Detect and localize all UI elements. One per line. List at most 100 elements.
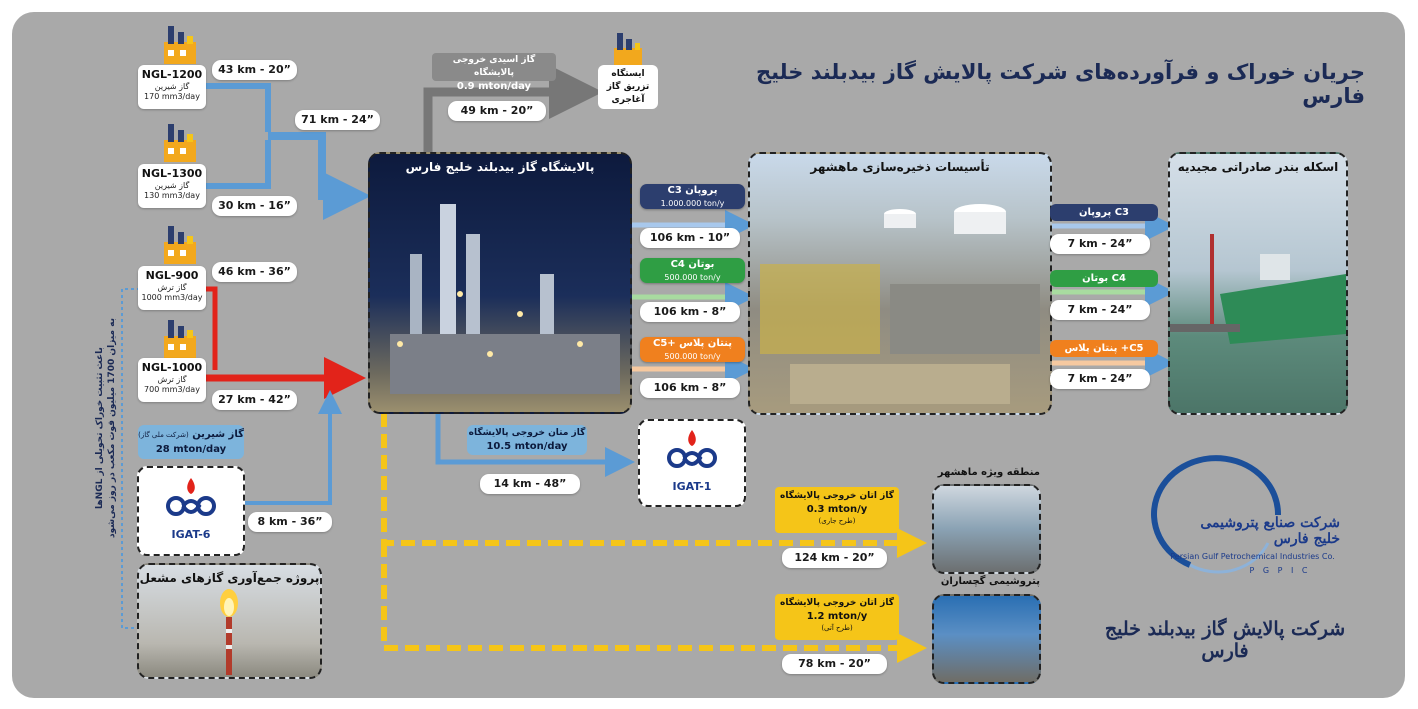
igat-6-name: IGAT-6 xyxy=(171,528,211,541)
pgpic-abbr: P G P I C xyxy=(1249,566,1311,575)
factory-icon xyxy=(164,320,196,358)
distance-methane: 14 km - 48” xyxy=(480,474,580,494)
storage-box: تأسیسات ذخیره‌سازی ماهشهر xyxy=(748,152,1052,415)
product-c3-port: پروپان C3 xyxy=(1050,204,1158,221)
ngl-name: NGL-1300 xyxy=(141,167,203,180)
side-note: باعث تثبیت خوراک تحویلی از NGLها به میزا… xyxy=(94,278,118,578)
blue-flow-methane xyxy=(435,413,635,477)
sweet-gas-rate: 28 mton/day xyxy=(155,444,227,455)
product-name: پنتان پلاس +C5 xyxy=(653,338,732,349)
blue-flow-igat6 xyxy=(243,390,342,505)
product-c4-out: بوتان C4 500.000 ton/y xyxy=(640,258,745,283)
ethane-future-label: گاز اتان خروجی پالایشگاه 1.2 mton/y (طرح… xyxy=(775,594,899,640)
blue-flow-ngl1200 xyxy=(205,83,271,132)
ethane1-title: گاز اتان خروجی پالایشگاه xyxy=(780,491,894,501)
refinery-box: پالایشگاه گاز بیدبلند خلیج فارس xyxy=(368,152,632,414)
acid-gas-title: گاز اسیدی خروجی پالایشگاه xyxy=(452,55,536,78)
distance-c5-out: 106 km - 8” xyxy=(640,378,740,398)
ngl-name: NGL-1000 xyxy=(141,361,203,374)
igat-6-box: IGAT-6 xyxy=(137,466,245,556)
distance-ngl-1200: 43 km - 20” xyxy=(212,60,297,80)
yellow-flow-ethane-2 xyxy=(381,543,927,663)
ngl-gas-type: گاز شیرین xyxy=(154,82,190,91)
mahshahr-zone-photo xyxy=(932,484,1041,574)
distance-c4-port: 7 km - 24” xyxy=(1050,300,1150,320)
ethane1-note: (طرح جاری) xyxy=(818,517,856,525)
pgpic-name-en: Persian Gulf Petrochemical Industries Co… xyxy=(1170,552,1335,561)
ngl-flow: 130 mm3/day xyxy=(144,191,200,200)
sweet-gas-label: گاز شیرین (شرکت ملی گاز) 28 mton/day xyxy=(138,425,244,459)
product-c5-out: پنتان پلاس +C5 500.000 ton/y xyxy=(640,337,745,362)
igat-1-name: IGAT-1 xyxy=(672,480,712,493)
ship-photo xyxy=(1170,234,1346,344)
product-name: بوتان C4 xyxy=(670,259,715,270)
port-label: اسکله بندر صادراتی مجیدیه xyxy=(1177,160,1339,174)
dotted-bypass-line xyxy=(121,288,140,629)
methane-label: گاز متان خروجی پالایشگاه 10.5 mton/day xyxy=(467,425,587,455)
nigc-logo-icon xyxy=(166,478,216,516)
blue-flow-ngl1300 xyxy=(205,140,271,189)
ngl-name: NGL-1200 xyxy=(141,68,203,81)
side-note-line2: به میزان 1700 میلیون فوت مکعب در روز می‌… xyxy=(107,317,117,539)
ngl-gas-type: گاز ترش xyxy=(157,283,187,292)
aghajari-line3: آغاجری xyxy=(611,95,645,105)
distance-c3-out: 106 km - 10” xyxy=(640,228,740,248)
blue-flow-merge xyxy=(268,132,371,220)
ethane2-note: (طرح آتی) xyxy=(821,624,853,632)
gachsaran-label: پتروشیمی گچساران xyxy=(940,576,1040,587)
product-rate: 500.000 ton/y xyxy=(664,352,721,361)
distance-c5-port: 7 km - 24” xyxy=(1050,369,1150,389)
distance-merge: 71 km - 24” xyxy=(295,110,380,130)
port-box: اسکله بندر صادراتی مجیدیه xyxy=(1168,152,1348,415)
storage-label: تأسیسات ذخیره‌سازی ماهشهر xyxy=(810,160,990,174)
ngl-gas-type: گاز شیرین xyxy=(154,181,190,190)
ngl-flow: 1000 mm3/day xyxy=(141,293,203,302)
methane-title: گاز متان خروجی پالایشگاه xyxy=(468,428,586,438)
flare-stack-icon xyxy=(220,589,238,675)
aghajari-line1: ایستگاه xyxy=(611,69,645,79)
aghajari-station-box: ایستگاه تزریق گاز آغاجری xyxy=(598,65,658,109)
distance-ngl-1000: 27 km - 42” xyxy=(212,390,297,410)
factory-icon xyxy=(164,226,196,264)
ngl-name: NGL-900 xyxy=(145,269,199,282)
ngl-gas-type: گاز ترش xyxy=(157,375,187,384)
grey-flow-acid-gas xyxy=(423,65,603,152)
sweet-gas-title: گاز شیرین xyxy=(192,429,244,440)
distance-ethane2: 78 km - 20” xyxy=(782,654,887,674)
acid-gas-label: گاز اسیدی خروجی پالایشگاه 0.9 mton/day xyxy=(432,53,556,92)
product-name: پروپان C3 xyxy=(667,185,718,196)
ngl-1300-box: NGL-1300 گاز شیرین 130 mm3/day xyxy=(138,164,206,208)
flare-project-box: پروژه جمع‌آوری گازهای مشعل xyxy=(137,563,322,679)
gachsaran-photo xyxy=(932,594,1041,684)
distance-c3-port: 7 km - 24” xyxy=(1050,234,1150,254)
distance-acid-gas: 49 km - 20” xyxy=(448,101,546,121)
igat-1-box: IGAT-1 xyxy=(638,419,746,507)
pgpic-name-fa: شرکت صنایع پتروشیمی خلیج فارس xyxy=(1200,515,1340,547)
refinery-label: پالایشگاه گاز بیدبلند خلیج فارس xyxy=(405,160,595,174)
factory-icon xyxy=(164,26,196,64)
side-note-line1: باعث تثبیت خوراک تحویلی از NGLها xyxy=(95,347,105,509)
ethane-current-label: گاز اتان خروجی پالایشگاه 0.3 mton/y (طرح… xyxy=(775,487,899,533)
page-title: جریان خوراک و فرآورده‌های شرکت پالایش گا… xyxy=(755,60,1365,108)
ethane2-title: گاز اتان خروجی پالایشگاه xyxy=(780,598,894,608)
distance-ngl-1300: 30 km - 16” xyxy=(212,196,297,216)
ngl-1200-box: NGL-1200 گاز شیرین 170 mm3/day xyxy=(138,65,206,109)
mahshahr-zone-label: منطقه ویژه ماهشهر xyxy=(937,467,1040,478)
distance-c4-out: 106 km - 8” xyxy=(640,302,740,322)
product-c5-port: پنتان پلاس +C5 xyxy=(1050,340,1158,357)
company-signature: شرکت پالایش گاز بیدبلند خلیج فارس xyxy=(1104,618,1346,662)
methane-rate: 10.5 mton/day xyxy=(486,441,568,452)
product-c4-port: بوتان C4 xyxy=(1050,270,1158,287)
sweet-gas-note: (شرکت ملی گاز) xyxy=(138,431,189,439)
refinery-photo xyxy=(390,204,620,394)
ngl-1000-box: NGL-1000 گاز ترش 700 mm3/day xyxy=(138,358,206,402)
distance-ngl-900: 46 km - 36” xyxy=(212,262,297,282)
ngl-flow: 170 mm3/day xyxy=(144,92,200,101)
acid-gas-rate: 0.9 mton/day xyxy=(456,81,532,92)
aghajari-line2: تزریق گاز xyxy=(606,82,650,92)
ethane1-rate: 0.3 mton/y xyxy=(806,504,868,515)
product-c3-out: پروپان C3 1.000.000 ton/y xyxy=(640,184,745,209)
flare-project-label: پروژه جمع‌آوری گازهای مشعل xyxy=(139,571,320,585)
